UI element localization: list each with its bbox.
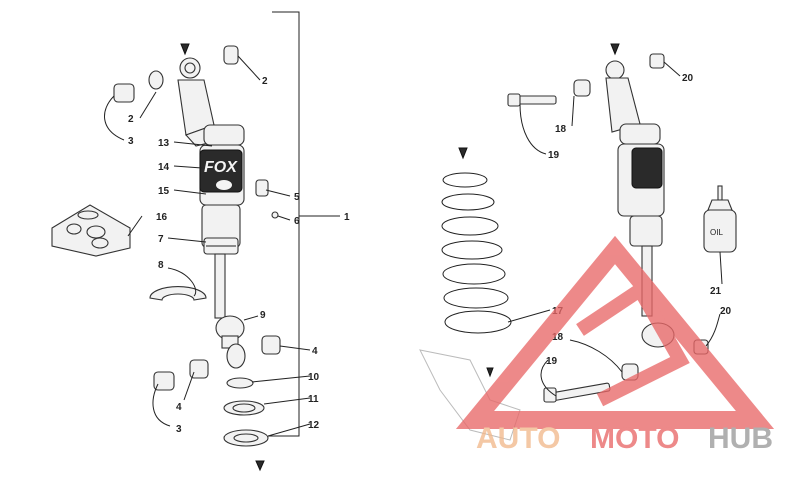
callout-1: 1 — [344, 212, 350, 223]
callout-18: 18 — [555, 124, 567, 135]
arrow-marker-icon — [610, 43, 620, 56]
callout-12: 12 — [308, 420, 320, 431]
callout-numbers: 1 2 2 3 13 14 15 5 6 16 7 8 9 4 4 10 11 … — [128, 73, 732, 435]
washers-and-nuts — [223, 377, 269, 447]
spring-clip — [149, 286, 207, 301]
callout-7: 7 — [158, 234, 164, 245]
callout-leaders — [104, 55, 723, 437]
callout-15: 15 — [158, 186, 170, 197]
callout-11: 11 — [308, 394, 319, 405]
callout-19: 19 — [546, 356, 558, 367]
callout-6: 6 — [294, 216, 300, 227]
callout-2: 2 — [262, 76, 268, 87]
watermark-auto: AUTO — [476, 422, 560, 455]
callout-8: 8 — [158, 260, 164, 271]
shock-shaft — [214, 253, 226, 319]
callout-9: 9 — [260, 310, 266, 321]
oil-bottle: OIL — [703, 185, 737, 253]
callout-3: 3 — [128, 136, 134, 147]
shock-bottom-eye — [215, 315, 246, 369]
fox-logo: FOX — [204, 159, 238, 176]
decal-sheet — [51, 204, 131, 257]
bushings — [113, 45, 281, 391]
watermark: AUTO MOTO HUB — [455, 235, 775, 455]
assembly-bracket — [268, 11, 300, 437]
shock-body: FOX — [199, 124, 245, 255]
arrow-marker-icon — [180, 43, 190, 56]
callout-13: 13 — [158, 138, 170, 149]
callout-3: 3 — [176, 424, 182, 435]
mount-bolt-top — [507, 53, 665, 107]
watermark-hub: HUB — [708, 422, 773, 455]
callout-18: 18 — [552, 332, 564, 343]
callout-2: 2 — [128, 114, 134, 125]
arrow-marker-icon — [255, 460, 265, 472]
callout-5: 5 — [294, 192, 300, 203]
callout-16: 16 — [156, 212, 168, 223]
callout-20: 20 — [682, 73, 694, 84]
adjuster-knob — [255, 179, 279, 219]
callout-19: 19 — [548, 150, 560, 161]
callout-10: 10 — [308, 372, 320, 383]
arrow-marker-icon — [486, 367, 494, 378]
callout-20: 20 — [720, 306, 732, 317]
callout-4: 4 — [176, 402, 182, 413]
callout-4: 4 — [312, 346, 318, 357]
callout-14: 14 — [158, 162, 170, 173]
watermark-moto: MOTO — [590, 422, 679, 455]
watermark-inner-mark-icon — [576, 280, 690, 407]
oil-bottle-label: OIL — [710, 228, 723, 237]
watermark-triangle-icon — [455, 235, 775, 429]
callout-21: 21 — [710, 286, 722, 297]
coil-spring — [441, 147, 512, 334]
